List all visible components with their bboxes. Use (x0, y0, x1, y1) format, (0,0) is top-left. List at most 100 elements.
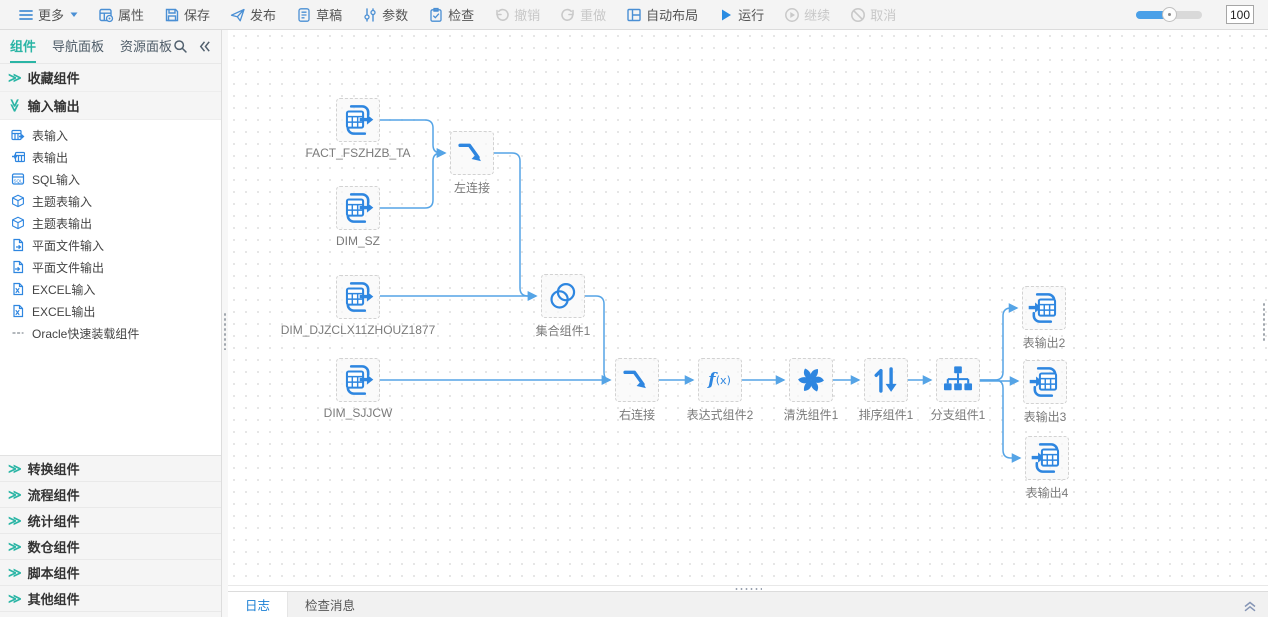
flow-node-box[interactable] (336, 358, 380, 402)
search-icon[interactable] (173, 39, 188, 54)
flow-node[interactable]: 表输出4 (1025, 436, 1069, 500)
toolbar-button-8: 重做 (550, 0, 616, 29)
flow-node[interactable]: DIM_SZ (336, 186, 380, 248)
flow-node-box[interactable] (336, 98, 380, 142)
flow-node[interactable]: 表输出2 (1022, 286, 1066, 350)
sidebar-item-3[interactable]: 主题表输入 (0, 190, 221, 212)
sidebar-tab-1[interactable]: 导航面板 (52, 39, 105, 54)
table-output-small-icon (11, 150, 25, 164)
sidebar-item-label: 表输出 (32, 150, 69, 165)
sidebar-group-label: 流程组件 (27, 488, 80, 503)
sidebar-item-6[interactable]: 平面文件输出 (0, 256, 221, 278)
toolbar-button-4[interactable]: 草稿 (286, 0, 352, 29)
collapse-sidebar-icon[interactable] (197, 39, 212, 54)
toolbar-button-2[interactable]: 保存 (154, 0, 220, 29)
toolbar-button-5[interactable]: 参数 (352, 0, 418, 29)
resize-handle-dots-icon (734, 586, 762, 591)
redo-icon (560, 7, 576, 23)
sidebar-group-header-1[interactable]: ≫输入输出 (0, 92, 221, 120)
flow-canvas[interactable]: FACT_FSZHZB_TA DIM_SZ 左连接 DIM_DJZCLX11ZHOUZ… (228, 30, 1268, 585)
toolbar-button-6[interactable]: 检查 (418, 0, 484, 29)
sidebar-group-header-bottom-5[interactable]: ≫其他组件 (0, 586, 221, 612)
sidebar-tab-0[interactable]: 组件 (10, 30, 37, 63)
chevron-right-icon: ≫ (8, 461, 22, 476)
sidebar-tab-2[interactable]: 资源面板 (120, 39, 173, 54)
flow-node-box[interactable] (1025, 436, 1069, 480)
bottom-panel-resize-handle[interactable] (228, 585, 1268, 591)
flow-node-box[interactable] (789, 358, 833, 402)
auto-layout-icon (626, 7, 642, 23)
toolbar: 更多属性保存发布草稿参数检查撤销重做自动布局运行继续取消 (0, 0, 1268, 30)
sidebar-splitter[interactable] (222, 30, 228, 617)
flow-node-box[interactable]: f(x) (698, 358, 742, 402)
toolbar-button-label: 更多 (38, 8, 65, 23)
flow-node-label: 右连接 (618, 408, 656, 422)
toolbar-button-10[interactable]: 运行 (708, 0, 774, 29)
flow-node[interactable]: DIM_DJZCLX11ZHOUZ1877 (281, 275, 435, 337)
sidebar-item-0[interactable]: 表输入 (0, 124, 221, 146)
zoom-slider[interactable] (1136, 6, 1202, 22)
flow-node-box[interactable] (864, 358, 908, 402)
collapse-bottom-panel-button[interactable] (1242, 592, 1258, 617)
bottom-panel-tab-1[interactable]: 检查消息 (305, 599, 356, 613)
flow-node[interactable]: 清洗组件1 (784, 358, 838, 422)
flow-node-box[interactable] (336, 186, 380, 230)
sidebar-item-label: EXCEL输出 (32, 304, 96, 319)
sidebar-item-label: 主题表输出 (32, 216, 93, 231)
flow-node-box[interactable] (936, 358, 980, 402)
sidebar-item-4[interactable]: 主题表输出 (0, 212, 221, 234)
flow-node-label: 表输出3 (1023, 410, 1067, 424)
splitter-drag-handle-icon[interactable] (223, 312, 227, 350)
flow-node-box[interactable] (1022, 286, 1066, 330)
clean-node-icon (794, 363, 828, 397)
flow-node[interactable]: 集合组件1 (536, 274, 590, 338)
toolbar-button-1[interactable]: 属性 (88, 0, 154, 29)
sidebar-group-header-0[interactable]: ≫收藏组件 (0, 64, 221, 92)
toolbar-button-label: 参数 (382, 8, 409, 23)
properties-icon (98, 7, 114, 23)
sidebar-group-header-bottom-0[interactable]: ≫转换组件 (0, 456, 221, 482)
flow-node[interactable]: f(x)表达式组件2 (687, 358, 753, 422)
flow-node-box[interactable] (541, 274, 585, 318)
flow-node-label: DIM_SJJCW (323, 406, 393, 420)
flow-node[interactable]: 右连接 (615, 358, 659, 422)
zoom-slider-handle[interactable] (1162, 6, 1177, 22)
sidebar-item-1[interactable]: 表输出 (0, 146, 221, 168)
sidebar-item-7[interactable]: EXCEL输入 (0, 278, 221, 300)
toolbar-button-label: 检查 (448, 8, 475, 23)
chevron-right-icon: ≫ (8, 565, 22, 580)
sidebar-item-8[interactable]: EXCEL输出 (0, 300, 221, 322)
excel-output-icon (11, 304, 25, 318)
flow-node[interactable]: 排序组件1 (859, 358, 913, 422)
table-input-node-icon (341, 280, 375, 314)
flow-node[interactable]: DIM_SJJCW (324, 358, 392, 420)
toolbar-button-3[interactable]: 发布 (220, 0, 286, 29)
sidebar-tabs: 组件导航面板资源面板 (0, 30, 221, 64)
flow-node[interactable]: 分支组件1 (931, 358, 985, 422)
chevron-right-icon: ≫ (8, 539, 22, 554)
toolbar-button-12: 取消 (840, 0, 906, 29)
flow-node[interactable]: FACT_FSZHZB_TA (305, 98, 411, 160)
canvas-right-drag-handle-icon[interactable] (1262, 302, 1266, 342)
resume-icon (784, 7, 800, 23)
subject-table-output-icon (11, 216, 25, 230)
toolbar-button-0[interactable]: 更多 (8, 0, 88, 29)
sidebar-group-header-bottom-1[interactable]: ≫流程组件 (0, 482, 221, 508)
zoom-level-input[interactable] (1226, 5, 1254, 24)
sidebar-group-header-bottom-4[interactable]: ≫脚本组件 (0, 560, 221, 586)
bottom-panel-tab-0[interactable]: 日志 (228, 592, 289, 617)
flow-node[interactable]: 表输出3 (1023, 360, 1067, 424)
flow-node-box[interactable] (1023, 360, 1067, 404)
sidebar-item-9[interactable]: Oracle快速装载组件 (0, 322, 221, 344)
flow-node[interactable]: 左连接 (450, 131, 494, 195)
sidebar-group-header-bottom-2[interactable]: ≫统计组件 (0, 508, 221, 534)
sidebar-group-header-bottom-3[interactable]: ≫数仓组件 (0, 534, 221, 560)
flow-node-box[interactable] (336, 275, 380, 319)
sidebar-item-5[interactable]: 平面文件输入 (0, 234, 221, 256)
flow-node-box[interactable] (450, 131, 494, 175)
sidebar-item-label: EXCEL输入 (32, 282, 96, 297)
toolbar-button-9[interactable]: 自动布局 (616, 0, 708, 29)
edges-layer (380, 119, 1022, 463)
flow-node-box[interactable] (615, 358, 659, 402)
